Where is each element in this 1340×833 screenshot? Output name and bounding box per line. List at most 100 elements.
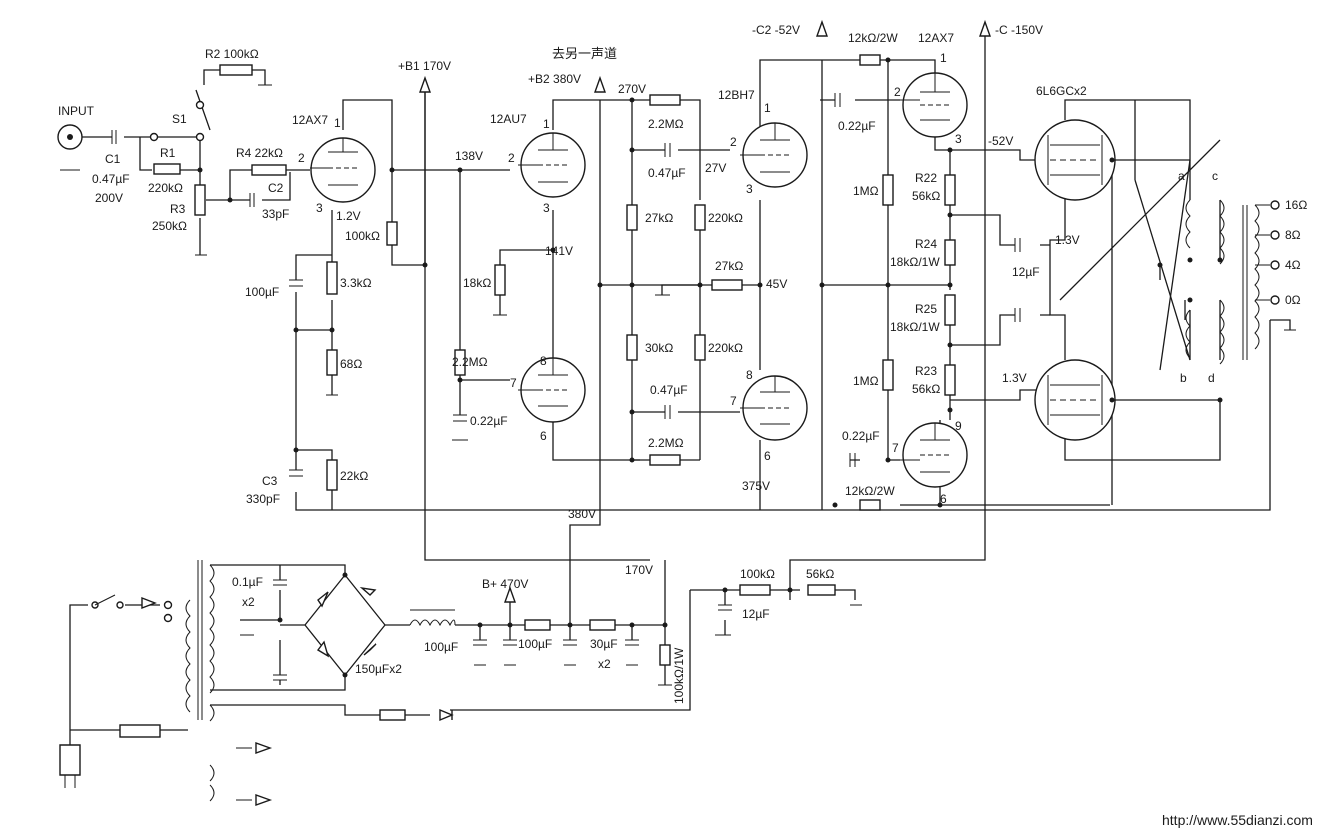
r-56k-ps-label: 56kΩ <box>806 567 834 581</box>
pin-numbers: 1 2 3 1 2 3 8 7 6 1 2 3 8 7 6 1 2 3 9 7 … <box>298 51 962 506</box>
r-27k-a-label: 27kΩ <box>645 211 673 225</box>
connectors <box>57 100 1280 788</box>
switch-s1 <box>149 100 205 142</box>
tube-v4-upper <box>900 72 968 138</box>
r-220k-a-label: 220kΩ <box>708 211 743 225</box>
pin-label: 2 <box>298 151 305 165</box>
c-12u-ps-label: 12µF <box>742 607 770 621</box>
c2-label: C2 <box>268 181 284 195</box>
pin-label: 6 <box>764 449 771 463</box>
r1-label: R1 <box>160 146 176 160</box>
r-2m2-bot-label: 2.2MΩ <box>648 436 684 450</box>
s1-label: S1 <box>172 112 187 126</box>
r23-label: R23 <box>915 364 937 378</box>
pin-label: 3 <box>543 201 550 215</box>
c1-label: C1 <box>105 152 121 166</box>
pin-label: 2 <box>730 135 737 149</box>
supply-arrows <box>141 19 991 806</box>
c-0u22-bot-label: 0.22µF <box>842 429 880 443</box>
r-27k-b-label: 27kΩ <box>715 259 743 273</box>
r-68-label: 68Ω <box>340 357 362 371</box>
c-100uf-label: 100µF <box>245 285 279 299</box>
r4-label: R4 22kΩ <box>236 146 283 160</box>
tap-a-label: a <box>1178 169 1185 183</box>
c1-value: 0.47µF <box>92 172 130 186</box>
r-100k-1w-label: 100kΩ/1W <box>672 647 686 704</box>
r-3k3-label: 3.3kΩ <box>340 276 372 290</box>
v3-tube-type: 12BH7 <box>718 88 755 102</box>
tube-v2-upper <box>518 132 586 198</box>
pin-label: 6 <box>940 492 947 506</box>
v-45-label: 45V <box>766 277 787 291</box>
c-0u22-grid-label: 0.22µF <box>470 414 508 428</box>
c1-voltage: 200V <box>95 191 123 205</box>
tube-v1 <box>310 137 376 203</box>
pin-label: 8 <box>540 354 547 368</box>
watermark-url: http://www.55dianzi.com <box>1162 812 1313 828</box>
tube-v4-lower <box>900 422 968 488</box>
v-270-label: 270V <box>618 82 646 96</box>
c-0u1-label: 0.1µF <box>232 575 263 589</box>
r-22k-fb-label: 22kΩ <box>340 469 368 483</box>
x2-a-label: x2 <box>242 595 255 609</box>
out-8-label: 8Ω <box>1285 228 1301 242</box>
pin-label: 7 <box>730 394 737 408</box>
c-12uf-out-label: 12µF <box>1012 265 1040 279</box>
v1-cathode-voltage: 1.2V <box>336 209 361 223</box>
tube-v3-lower <box>740 375 808 441</box>
labels-driver-stages: +B1 170V 138V 12AU7 141V 18kΩ 2.2MΩ 0.22… <box>398 47 787 493</box>
r22-label: R22 <box>915 171 937 185</box>
c-150-label: 150µFx2 <box>355 662 402 676</box>
pin-label: 8 <box>746 368 753 382</box>
pin-label: 1 <box>940 51 947 65</box>
c2-bias-label: -C2 -52V <box>752 23 800 37</box>
labels-output-stage: -52V 1.3V 1.3V 12µF 6L6GCx2 a c b d 16Ω … <box>988 84 1307 385</box>
bplus-label: B+ 470V <box>482 577 528 591</box>
pin-label: 3 <box>746 182 753 196</box>
r-1m-a-label: 1MΩ <box>853 184 879 198</box>
v-neg52-label: -52V <box>988 134 1013 148</box>
c3-label: C3 <box>262 474 278 488</box>
r-12k-2w-bot-label: 12kΩ/2W <box>845 484 895 498</box>
pin-label: 1 <box>543 117 550 131</box>
pin-label: 2 <box>508 151 515 165</box>
c-30u-label: 30µF <box>590 637 618 651</box>
vacuum-tubes <box>310 72 1116 488</box>
tube-v3-upper <box>740 122 808 188</box>
r25-label: R25 <box>915 302 937 316</box>
pin-label: 7 <box>892 441 899 455</box>
tap-c-label: c <box>1212 169 1218 183</box>
r-2m2-top-label: 2.2MΩ <box>648 117 684 131</box>
c-100u-a-label: 100µF <box>424 640 458 654</box>
r3-label: R3 <box>170 202 186 216</box>
r-220k-b-label: 220kΩ <box>708 341 743 355</box>
v-380-ps-label: 380V <box>568 507 596 521</box>
r24-value: 18kΩ/1W <box>890 255 940 269</box>
tube-power-lower <box>1034 359 1116 441</box>
r-100k-plate-label: 100kΩ <box>345 229 380 243</box>
tap-d-label: d <box>1208 371 1215 385</box>
v-141-label: 141V <box>545 244 573 258</box>
junction-dots <box>197 57 1223 678</box>
b2-rail-label: +B2 380V <box>528 72 581 86</box>
v-27-label: 27V <box>705 161 726 175</box>
r-1m-b-label: 1MΩ <box>853 374 879 388</box>
v1-tube-type: 12AX7 <box>292 113 328 127</box>
r-12k-2w-top-label: 12kΩ/2W <box>848 31 898 45</box>
r3-value: 250kΩ <box>152 219 187 233</box>
tube-v2-lower <box>518 357 586 423</box>
pin-label: 7 <box>510 376 517 390</box>
power-switch <box>91 594 124 609</box>
c-100u-b-label: 100µF <box>518 637 552 651</box>
pin-label: 1 <box>764 101 771 115</box>
r-100k-ps-label: 100kΩ <box>740 567 775 581</box>
r-2m2-grid-label: 2.2MΩ <box>452 355 488 369</box>
v-1v3-b-label: 1.3V <box>1002 371 1027 385</box>
c-0u47-bot-label: 0.47µF <box>650 383 688 397</box>
out-0-label: 0Ω <box>1285 293 1301 307</box>
mains-terminals <box>163 600 173 623</box>
power-plug <box>59 744 81 788</box>
r2-label: R2 100kΩ <box>205 47 259 61</box>
v4-tube-type: 12AX7 <box>918 31 954 45</box>
